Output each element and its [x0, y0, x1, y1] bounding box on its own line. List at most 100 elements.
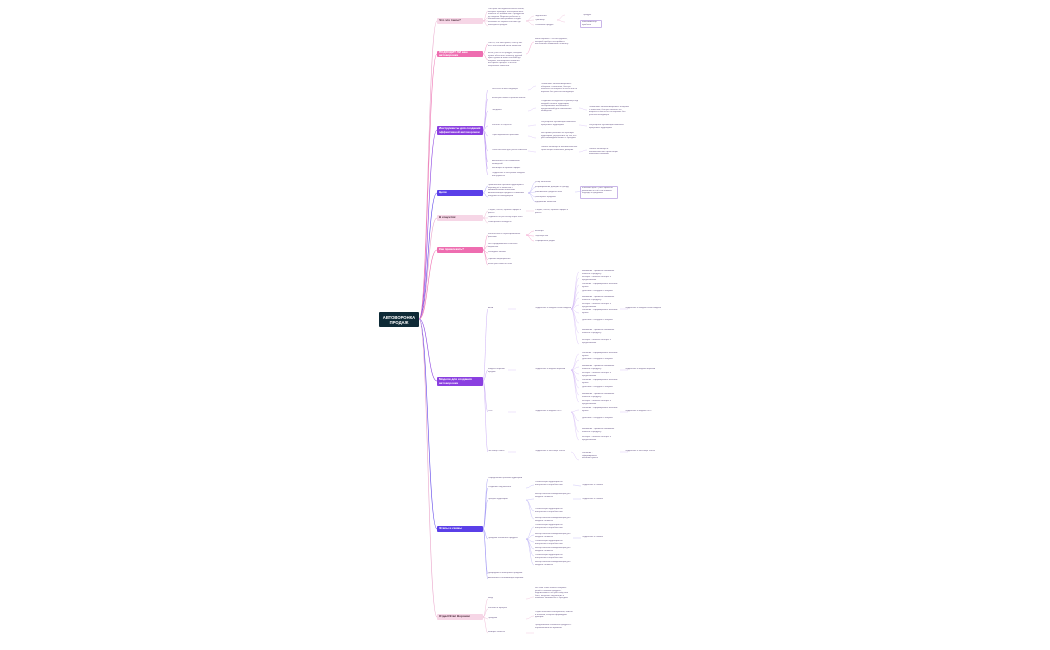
node-text: Ваша воронка - это инструмент, который т…: [535, 38, 569, 46]
node-text: Сторис, посты, прямые эфиры и рилсы: [535, 209, 569, 214]
connector-line: [482, 380, 489, 413]
node-text: Действие - побудить к покупке: [582, 358, 613, 360]
connector-line: [570, 359, 580, 371]
connector-line: [482, 217, 489, 224]
connector-line: [525, 596, 535, 600]
connector-line: [527, 150, 537, 153]
highlight-box: [580, 20, 602, 28]
node-text: Формирование доверия к бренду: [535, 186, 569, 188]
topic-is-it-for-you[interactable]: ПОДХОДИТ ЛИ вам автоворонка: [437, 51, 483, 57]
node-text: Сарафанное радио: [535, 240, 555, 242]
topic-funnel-stage[interactable]: Отдел/Этап Воронки: [437, 614, 483, 620]
connector-line: [418, 53, 438, 320]
connector-line: [570, 271, 580, 310]
node-text: Это цикл последовательных шагов, которые…: [488, 8, 525, 26]
connector-line: [418, 249, 438, 320]
node-text: Внимание - привлечь внимание клиента к п…: [582, 393, 615, 398]
connector-line: [556, 14, 566, 21]
connector-line: [482, 125, 489, 131]
node-text: Действие - побудить к покупке: [582, 290, 613, 292]
node-text: Интерес - вызвать интерес к предложению: [582, 400, 612, 405]
node-text: Действие - побудить к покупке: [582, 386, 613, 388]
connector-line: [570, 409, 580, 413]
connector-line: [418, 192, 438, 320]
connector-line: [482, 528, 489, 580]
node-text: Желание - сформировать желание купить: [582, 352, 619, 357]
connector-line: [418, 217, 438, 320]
node-text: Автоматизация продаж и снижение нагрузки…: [488, 192, 525, 197]
connector-line: [527, 85, 537, 91]
connector-line: [570, 284, 580, 310]
connector-line: [527, 107, 537, 112]
node-text: Если у вас есть продукт, который нужно о…: [488, 52, 523, 67]
connector-line: [570, 366, 580, 371]
node-text: CRM-системы для учёта клиентов: [492, 149, 527, 151]
node-text: Внимание - привлечь внимание клиента к п…: [582, 329, 615, 334]
connector-line: [482, 129, 489, 176]
node-text: SEO-продвижение и контент-маркетинг: [488, 243, 518, 248]
connector-line: [570, 411, 580, 422]
node-text: Увеличение среднего чека: [535, 191, 562, 193]
topic-what-is-it[interactable]: Что это такое?: [437, 18, 483, 24]
node-text: Блогеры: [535, 230, 544, 232]
connector-line: [525, 538, 535, 566]
connector-line: [418, 318, 438, 382]
topic-goals[interactable]: Цели: [437, 190, 483, 196]
connector-line: [482, 598, 489, 618]
node-text: Прогрев аудитории: [488, 498, 508, 500]
node-text: Розыгрыши и конкурсы: [488, 221, 512, 223]
root-node[interactable]: АВТОВОРОНКА ПРОДАЖ: [379, 312, 419, 327]
node-text: Сбор контактов: [535, 181, 551, 183]
connector-line: [525, 498, 535, 501]
node-text: Выбор каналов коммуникации для каждого с…: [535, 517, 571, 522]
node-text: Офлайн мероприятия: [488, 258, 511, 260]
connector-line: [570, 308, 580, 334]
connector-line: [578, 107, 588, 111]
node-text: Сегментация аудитории по интересам и пот…: [535, 508, 564, 513]
topic-stages[interactable]: Этапы и схемы: [437, 526, 483, 532]
node-text: Email-рассылки и цепочки писем: [492, 97, 526, 99]
node-text: Внимание - привлечь внимание клиента к п…: [582, 270, 615, 275]
connector-line: [556, 19, 566, 23]
node-text: Подробнее о каждом этапе модели: [535, 307, 571, 309]
connector-line: [418, 20, 438, 320]
connector-line: [482, 245, 489, 251]
connector-line: [570, 308, 580, 314]
node-text: Подробнее о настройке каждого инструмент…: [492, 172, 526, 177]
node-text: Выбор каналов коммуникации для каждого с…: [535, 561, 571, 566]
node-text: Интерес - вызвать интерес к предложению: [582, 276, 612, 281]
topic-social[interactable]: В соцсетях: [437, 215, 483, 221]
node-text: Чат-боты и мессенджеры: [492, 88, 518, 90]
node-text: Повторные продажи: [535, 196, 556, 198]
connector-line: [482, 129, 489, 137]
node-text: Создание посадочной страницы под каждый …: [541, 100, 579, 113]
node-text: Выбор каналов коммуникации для каждого с…: [535, 493, 571, 498]
node-text: Подписка на рассылку через бота: [488, 216, 523, 218]
node-text: Продажа основного продукта: [488, 537, 518, 539]
connector-line: [482, 192, 489, 198]
node-text: AIDA: [488, 307, 494, 309]
connector-line: [482, 369, 489, 382]
node-text: Лид-магнит: [535, 15, 547, 17]
node-text: Касания и прогрев: [488, 607, 507, 609]
node-text: Позволяют автоматизировать общение с кли…: [589, 106, 629, 116]
connector-line: [570, 411, 580, 441]
connector-line: [527, 181, 537, 194]
node-text: Партнёрства: [535, 235, 549, 237]
node-text: Продукт: [583, 14, 592, 16]
node-text: Желание - сформировать желание купить: [582, 379, 619, 384]
connector-line: [482, 616, 489, 620]
topic-models[interactable]: Модели для создания автоворонки: [437, 377, 483, 386]
node-text: Регулярные публикации помогают прогреват…: [589, 124, 625, 129]
node-text: Сторис, посты, прямые эфиры и рилсы: [488, 209, 522, 214]
connector-line: [482, 43, 489, 55]
node-text: Аналитика и оптимизация воронки: [488, 577, 524, 579]
node-text: Действие - побудить к покупке: [582, 319, 613, 321]
node-text: Итоговая цель - рост прибыли компании за…: [582, 187, 614, 195]
connector-line: [570, 291, 580, 310]
topic-how-to-attract[interactable]: Как привлекать?: [437, 247, 483, 253]
topic-tools[interactable]: Инструменты для создания эффективной авт…: [437, 126, 483, 135]
node-text: ODC: [488, 410, 493, 412]
